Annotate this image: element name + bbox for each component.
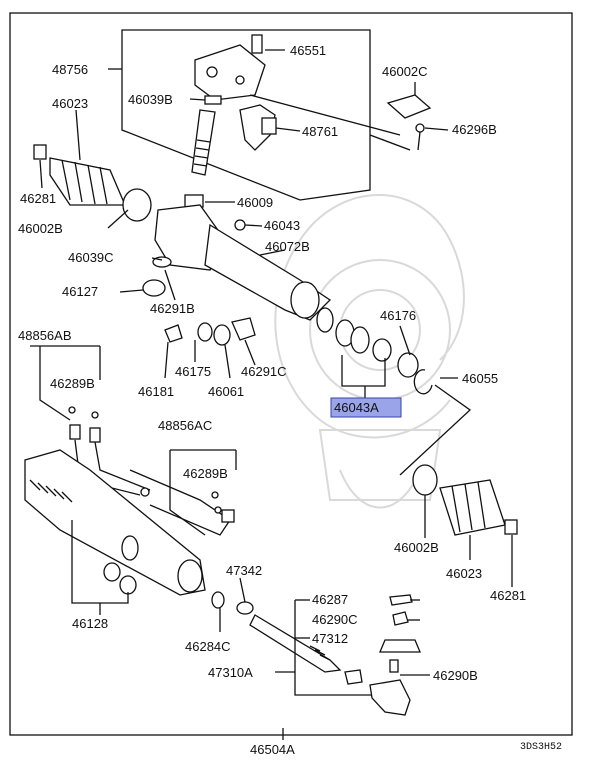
label-46289B-left: 46289B (50, 376, 95, 391)
small-parts-46175-part (164, 317, 256, 379)
tie-rod-end-part (344, 594, 430, 716)
label-46039B: 46039B (128, 92, 173, 107)
label-46043A[interactable]: 46043A (334, 400, 379, 415)
label-48856AC: 48856AC (158, 418, 212, 433)
diagram-code: 3DS3H52 (520, 742, 562, 753)
label-46128: 46128 (72, 616, 108, 631)
diagram-frame (9, 12, 573, 736)
label-46281-bottom: 46281 (490, 588, 526, 603)
label-47342: 47342 (226, 563, 262, 578)
label-46551: 46551 (290, 43, 326, 58)
label-48756: 48756 (52, 62, 88, 77)
label-46009: 46009 (237, 195, 273, 210)
label-46284C: 46284C (185, 639, 231, 654)
tube-48856AB-part (30, 345, 151, 496)
label-46281-top: 46281 (20, 191, 56, 206)
boot-46023-top-part (33, 109, 152, 229)
label-46287: 46287 (312, 592, 348, 607)
pinion-shaft-part (191, 95, 222, 176)
highlighted-part-box[interactable] (330, 397, 402, 418)
label-46504A: 46504A (250, 742, 295, 757)
seal-46039C-part (119, 256, 176, 301)
rack-housing-part (154, 194, 332, 321)
label-46023-bottom: 46023 (446, 566, 482, 581)
label-46039C: 46039C (68, 250, 114, 265)
label-46023-top: 46023 (52, 96, 88, 111)
tube-48856AC-part (169, 449, 237, 536)
label-46181: 46181 (138, 384, 174, 399)
boot-46023-bottom-part (412, 464, 518, 587)
valve-housing-part (194, 34, 285, 101)
rings-46176-part (316, 307, 472, 476)
label-47310A: 47310A (208, 665, 253, 680)
label-46127: 46127 (62, 284, 98, 299)
valve-inset-box (121, 29, 371, 201)
rack-body-part (24, 449, 235, 596)
label-46002C: 46002C (382, 64, 428, 79)
label-46002B-bottom: 46002B (394, 540, 439, 555)
label-46176: 46176 (380, 308, 416, 323)
label-48856AB: 48856AB (18, 328, 72, 343)
label-46043: 46043 (264, 218, 300, 233)
label-46289B-mid: 46289B (183, 466, 228, 481)
label-46291C: 46291C (241, 364, 287, 379)
label-46175: 46175 (175, 364, 211, 379)
rings-46128-part (71, 520, 137, 615)
label-46002B-top: 46002B (18, 221, 63, 236)
label-46061: 46061 (208, 384, 244, 399)
pipe-48761-part (239, 94, 411, 151)
label-46290C: 46290C (312, 612, 358, 627)
label-48761: 48761 (302, 124, 338, 139)
label-46290B: 46290B (433, 668, 478, 683)
label-47312: 47312 (312, 631, 348, 646)
tie-rod-part (211, 577, 390, 696)
label-46072B: 46072B (265, 239, 310, 254)
label-46055: 46055 (462, 371, 498, 386)
label-46291B: 46291B (150, 301, 195, 316)
clamp-46002C-part (386, 82, 449, 151)
leader-46039B (189, 98, 206, 101)
label-46296B: 46296B (452, 122, 497, 137)
